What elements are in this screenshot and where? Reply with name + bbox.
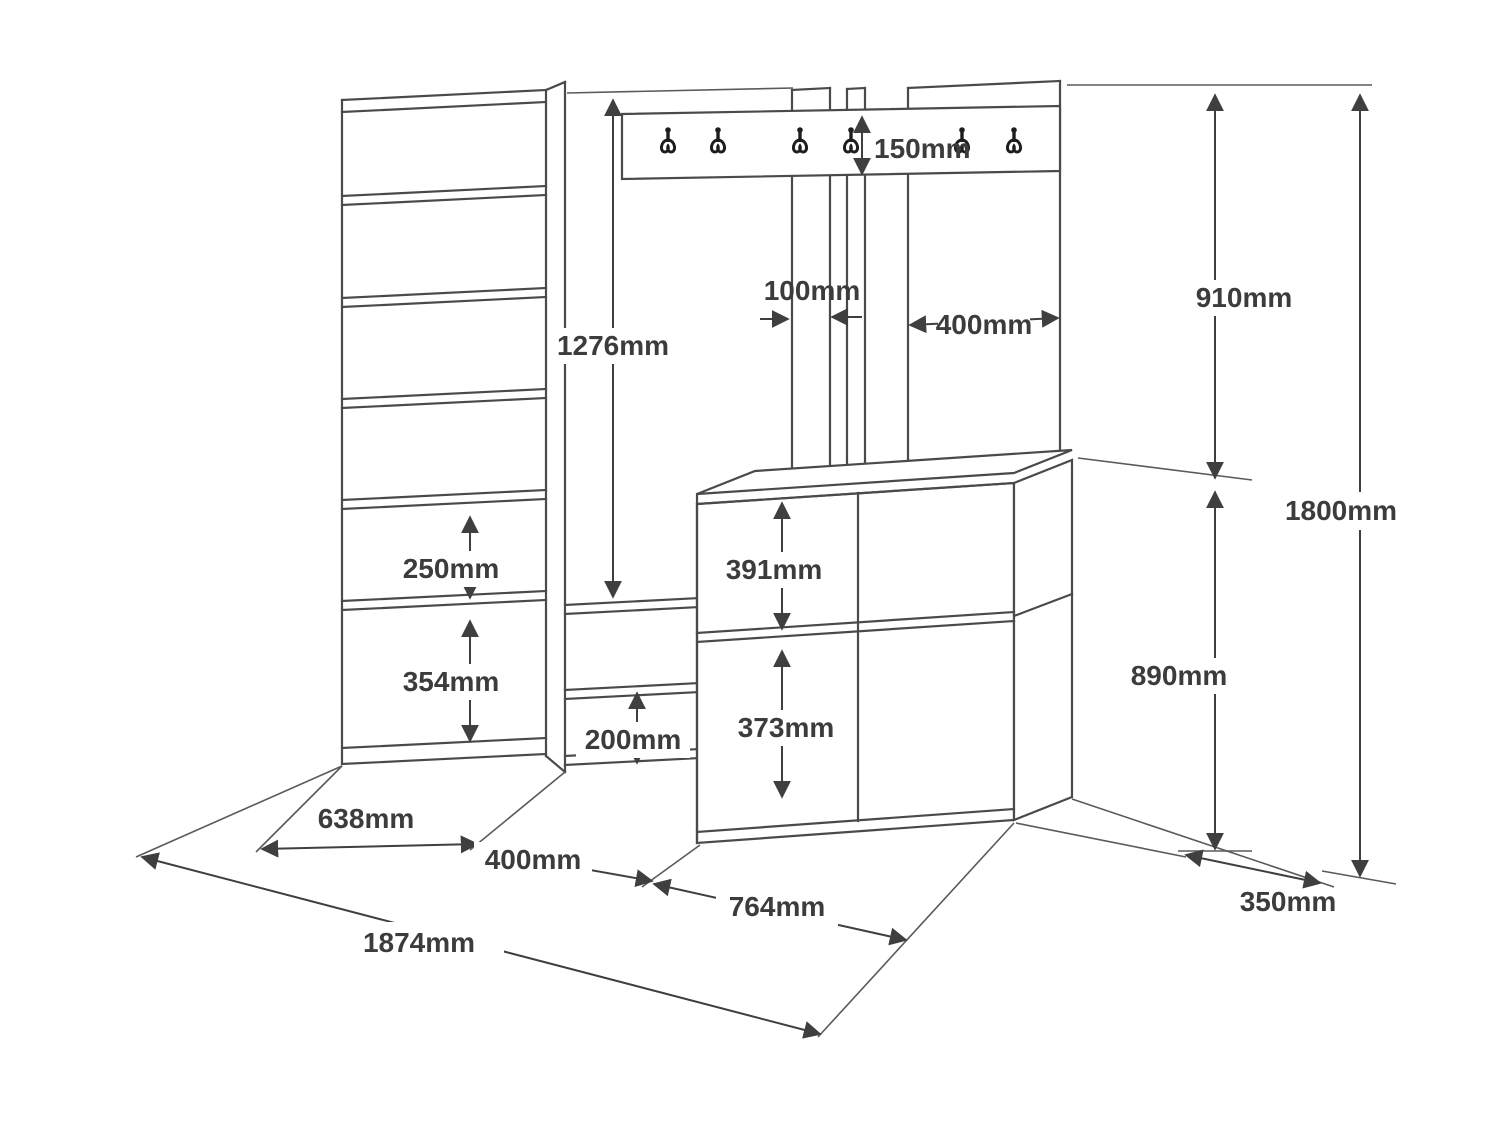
dim-label-mid-width: 400mm — [485, 844, 582, 875]
dim-label-board-height: 150mm — [874, 133, 971, 164]
bench — [695, 448, 1074, 845]
dim-label-cubby-lower: 373mm — [738, 712, 835, 743]
hook-board — [620, 104, 1062, 181]
dim-label-bookshelf-width: 638mm — [318, 803, 415, 834]
dim-label-mid-shelf-gap: 200mm — [585, 724, 682, 755]
dimension-depth — [1184, 849, 1322, 889]
dim-label-open-height: 1276mm — [557, 330, 669, 361]
dim-label-depth: 350mm — [1240, 886, 1337, 917]
dim-label-cubby-upper: 391mm — [726, 554, 823, 585]
dim-label-slat-width: 100mm — [764, 275, 861, 306]
side-divider — [544, 80, 567, 774]
dim-label-bench-width: 764mm — [729, 891, 826, 922]
extension-lines — [135, 84, 1397, 1038]
dim-label-total-height: 1800mm — [1285, 495, 1397, 526]
dim-label-shelf-gap-upper: 250mm — [403, 553, 500, 584]
dim-label-shelf-gap-lower: 354mm — [403, 666, 500, 697]
dim-label-lower-right-height: 890mm — [1131, 660, 1228, 691]
dim-label-upper-right-height: 910mm — [1196, 282, 1293, 313]
dimension-bookshelf-width — [260, 835, 479, 858]
dim-label-total-width: 1874mm — [363, 927, 475, 958]
bench-shelf — [695, 610, 1016, 635]
dimension-labels: 1276mm 150mm 100mm 400mm 910mm 1800mm 89… — [318, 133, 1406, 962]
bookshelf — [340, 88, 548, 766]
dim-label-panel-width: 400mm — [936, 309, 1033, 340]
